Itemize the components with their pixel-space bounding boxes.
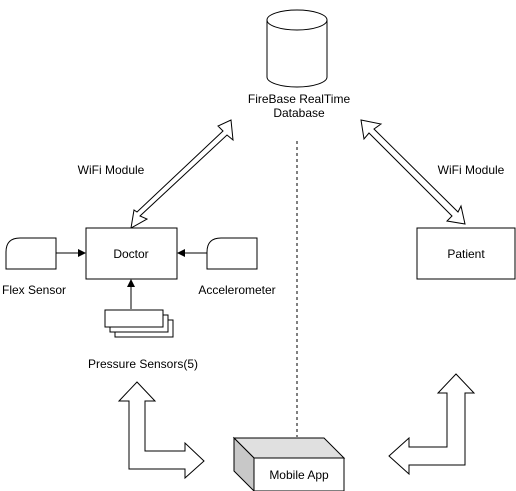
doctor-box [85,227,178,280]
pressure-sensors-stack [104,309,174,338]
wifi-double-arrow-right [360,119,466,225]
wifi-double-arrow-left [130,119,234,229]
wifi-module-left-label: WiFi Module [78,163,145,177]
database-cylinder [266,9,328,88]
mobile-app-box [232,436,346,491]
patient-box [416,227,516,280]
database-label-line1: FireBase RealTime [248,92,351,106]
flex-sensor-shape [5,237,57,270]
accelerometer-shape [206,237,258,270]
doctor-label: Doctor [113,247,148,261]
accelerometer-label: Accelerometer [198,283,275,297]
flex-sensor-label: Flex Sensor [2,283,66,297]
mobile-link-arrow-left [117,381,205,480]
patient-label: Patient [447,247,485,261]
mobile-link-arrow-right [388,373,476,476]
wifi-module-right-label: WiFi Module [438,163,505,177]
pressure-sensors-label: Pressure Sensors(5) [88,357,198,371]
database-label-line2: Database [273,106,325,120]
mobile-app-label: Mobile App [269,468,329,482]
